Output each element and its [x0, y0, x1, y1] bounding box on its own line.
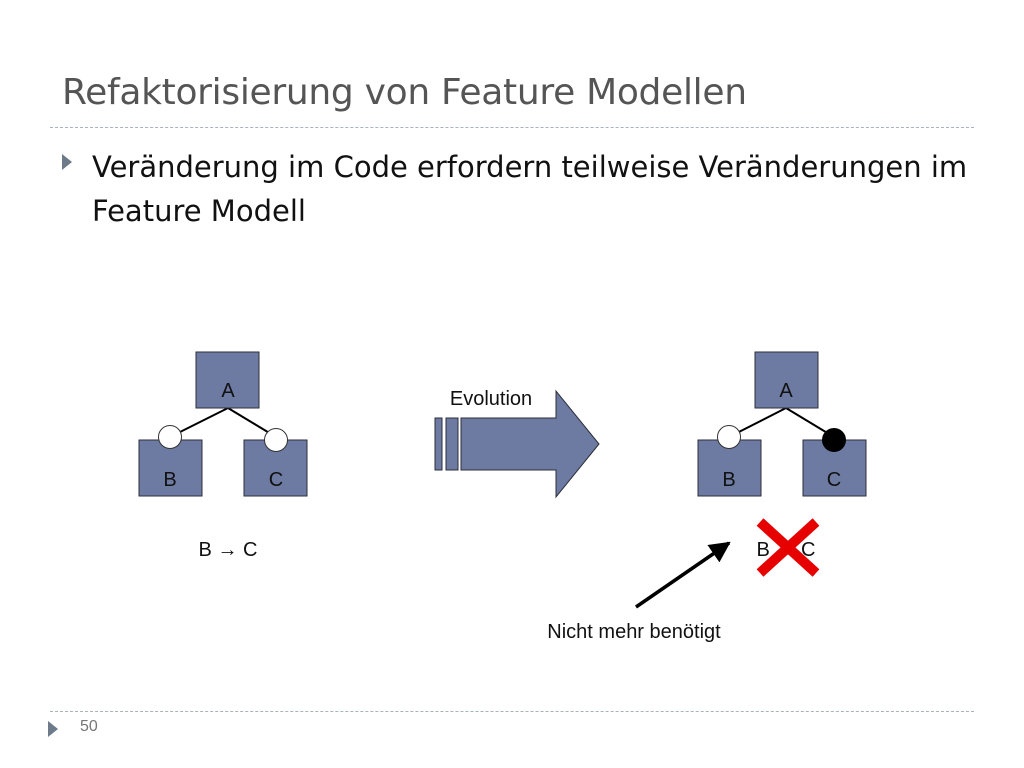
left-optional-circle-b: [158, 425, 182, 449]
right-feature-a-label: A: [779, 380, 793, 402]
footer-arrow-icon: [48, 721, 58, 737]
top-divider: [50, 127, 974, 128]
left-feature-a-label: A: [221, 380, 235, 402]
bottom-divider: [50, 711, 974, 712]
right-feature-c-box: [802, 439, 867, 497]
left-feature-a-box: [195, 351, 260, 409]
left-feature-c-label: C: [269, 469, 283, 491]
bullet-arrow-icon: [62, 154, 72, 170]
left-feature-b-box: [138, 439, 203, 497]
right-feature-b-label: B: [722, 469, 735, 491]
annotation-label: Nicht mehr benötigt: [547, 621, 721, 643]
arrow-stripe-1: [434, 417, 443, 471]
left-constraint: B → C: [199, 539, 258, 561]
bullet-text: Veränderung im Code erfordern teilweise …: [92, 150, 968, 228]
cross-out-icon: [756, 518, 820, 577]
evolution-arrow: Evolution: [434, 388, 600, 499]
slide-title: Refaktorisierung von Feature Modellen: [62, 72, 747, 113]
page-number: 50: [80, 718, 98, 735]
arrow-stripe-2: [445, 417, 459, 471]
evolution-label: Evolution: [450, 388, 532, 410]
right-feature-a-box: [754, 351, 819, 409]
left-feature-b-label: B: [163, 469, 176, 491]
right-optional-circle-b: [717, 425, 741, 449]
right-mandatory-circle-c: [822, 428, 846, 452]
left-feature-model: A B C B → C: [138, 351, 308, 561]
annotation-arrow: [635, 541, 731, 609]
arrow-body: [460, 389, 600, 499]
right-feature-b-box: [697, 439, 762, 497]
right-feature-model: A B C B → C: [697, 351, 867, 577]
left-optional-circle-c: [264, 428, 288, 452]
right-feature-c-label: C: [827, 469, 841, 491]
